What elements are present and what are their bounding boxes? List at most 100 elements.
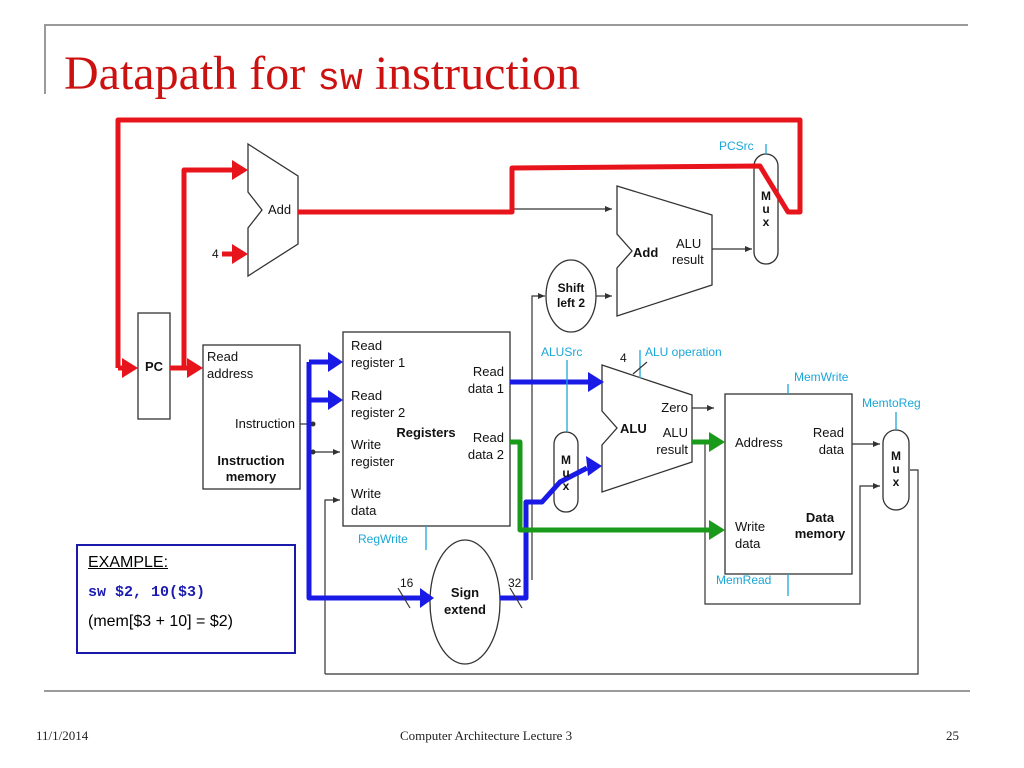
alu-operation-label: ALU operation: [645, 345, 722, 359]
wire-alu-result-bypass: [704, 442, 880, 605]
alu-shape: [601, 364, 693, 493]
signext-label-2: extend: [444, 602, 486, 617]
reg-read-data2-2: data 2: [468, 447, 504, 462]
memtoreg-mux-u: u: [892, 462, 899, 476]
wire-mem-mux-feedback: [325, 469, 919, 675]
data-highlight-arrows: [709, 432, 725, 540]
data-memory-box: [724, 393, 853, 575]
title-frame-left: [44, 24, 46, 94]
dmem-title-2: memory: [795, 526, 846, 541]
reg-read-reg1-2: register 1: [351, 355, 405, 370]
instruction-memory-box: [202, 344, 301, 490]
wire-signext-to-shift: [531, 293, 545, 580]
shift-label-2: left 2: [557, 296, 585, 310]
dmem-write-data-2: data: [735, 536, 761, 551]
control-labels: PCSrc ALUSrc ALU operation MemWrite Memt…: [358, 139, 921, 587]
memtoreg-mux-m: M: [891, 449, 901, 463]
arrow-pc-in: [122, 358, 138, 378]
tick-16: [397, 587, 411, 609]
reg-write-reg-2: register: [351, 454, 395, 469]
arrow-pc-to-adder: [232, 160, 248, 180]
branch-adder-label: Add: [633, 245, 658, 260]
mux-labels: M u x M u x M u x: [561, 189, 901, 493]
pc-loop-wire: [115, 117, 803, 368]
pc-to-adder-wire: [181, 167, 236, 368]
dmem-address: Address: [735, 435, 783, 450]
shift-left-shape: [545, 259, 597, 333]
arrow-mem-write-data: [709, 520, 725, 540]
alu-result-2: result: [656, 442, 688, 457]
pc-highlight-path: [115, 117, 803, 371]
footer-title: Computer Architecture Lecture 3: [400, 728, 573, 743]
reg-read-reg1-1: Read: [351, 338, 382, 353]
const4-label: 4: [212, 247, 219, 261]
junction-instr: [310, 421, 316, 427]
pc-mux-x: x: [763, 215, 770, 229]
alusrc-mux-x: x: [563, 479, 570, 493]
branch-adder-shape: [616, 185, 713, 317]
reg-write-reg-1: Write: [351, 437, 381, 452]
imem-title-1: Instruction: [217, 453, 284, 468]
arrow-alu-a: [588, 372, 604, 392]
example-equation: (mem[$3 + 10] = $2): [88, 613, 233, 630]
readdata2-wire: [510, 439, 712, 533]
footer-date: 11/1/2014: [36, 728, 89, 743]
slide-title: Datapath for sw instruction: [64, 44, 580, 110]
example-heading: EXAMPLE:: [88, 554, 169, 571]
pc-highlight-arrows: [122, 160, 248, 378]
alu-result-1: ALU: [663, 425, 688, 440]
example-box: EXAMPLE: sw $2, 10($3) (mem[$3 + 10] = $…: [76, 544, 296, 654]
diagram-labels: PC Add 4 Add ALU result Shift left 2 Rea…: [145, 202, 846, 617]
alu-op-bits: 4: [620, 351, 627, 365]
register-highlight-arrows: [328, 352, 604, 608]
title-frame-top: [44, 24, 968, 26]
pc-mux-u: u: [762, 202, 769, 216]
alusrc-mux-m: M: [561, 453, 571, 467]
memtoreg-label: MemtoReg: [862, 396, 921, 410]
signext-in-bits: 16: [400, 576, 414, 590]
wire-write-data-feedback: [324, 497, 340, 674]
alusrc-mux-u: u: [562, 466, 569, 480]
reg-read-reg2-2: register 2: [351, 405, 405, 420]
arrow-alu-b: [586, 456, 602, 476]
arrow-imem-addr: [187, 358, 203, 378]
bus-ticks: [397, 361, 648, 609]
signext-out-bits: 32: [508, 576, 522, 590]
arrow-rt: [328, 390, 343, 410]
title-code: sw: [317, 58, 363, 101]
pc4-adder-shape: [247, 142, 299, 278]
arrow-const4: [232, 244, 248, 264]
reg-write-data-2: data: [351, 503, 377, 518]
reg-read-data1-1: Read: [473, 364, 504, 379]
instr-bus-wire: [306, 362, 430, 601]
shift-label-1: Shift: [558, 281, 585, 295]
pcsrc-label: PCSrc: [719, 139, 754, 153]
imem-read-address-2: address: [207, 366, 254, 381]
imem-read-address-1: Read: [207, 349, 238, 364]
reg-title: Registers: [396, 425, 455, 440]
memtoreg-mux-x: x: [893, 475, 900, 489]
pc-box: [137, 312, 171, 420]
title-prefix: Datapath for: [64, 47, 318, 100]
alu-label: ALU: [620, 421, 647, 436]
components: [137, 142, 910, 665]
dmem-title-1: Data: [806, 510, 835, 525]
dmem-write-data-1: Write: [735, 519, 765, 534]
dmem-read-data-1: Read: [813, 425, 844, 440]
thin-wires: [298, 206, 919, 675]
arrow-mem-address: [709, 432, 725, 452]
reg-write-data-1: Write: [351, 486, 381, 501]
imem-title-2: memory: [226, 469, 277, 484]
memread-label: MemRead: [716, 573, 771, 587]
branch-adder-result-1: ALU: [676, 236, 701, 251]
pc-label: PC: [145, 359, 164, 374]
signext-to-mux-wire: [500, 465, 589, 601]
footer-divider: [44, 690, 970, 692]
memwrite-label: MemWrite: [794, 370, 849, 384]
imem-instruction: Instruction: [235, 416, 295, 431]
reg-read-data2-1: Read: [473, 430, 504, 445]
tick-32: [509, 587, 523, 609]
reg-read-reg2-1: Read: [351, 388, 382, 403]
branch-adder-result-2: result: [672, 252, 704, 267]
